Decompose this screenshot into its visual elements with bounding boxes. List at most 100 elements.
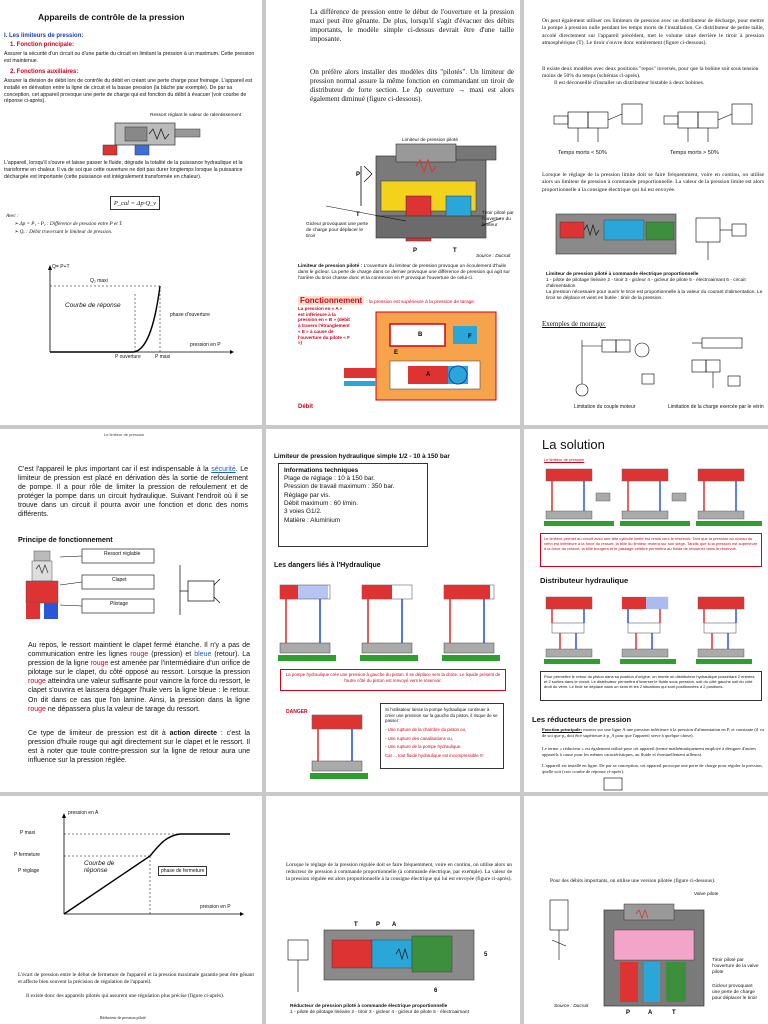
avec-label: Avec : bbox=[6, 213, 19, 219]
tiroir-label: Tiroir piloté par l'ouverture de la valv… bbox=[712, 958, 759, 975]
example-heading: Exemples de montage: bbox=[542, 320, 606, 328]
figure-label: Limiteur de pression piloté bbox=[402, 138, 458, 143]
intro-paragraph: C'est l'appareil le plus important car i… bbox=[18, 466, 248, 519]
chart-xlabel: pression en P bbox=[190, 342, 221, 348]
page-1: Appareils de contrôle de la pression I. … bbox=[0, 0, 262, 425]
pilotage-label: Pilotage bbox=[110, 601, 129, 607]
subsection-heading: 2. Fonctions auxiliaires: bbox=[10, 69, 79, 75]
footer-caption: Réducteur de pression piloté bbox=[100, 1015, 146, 1020]
valve-figure bbox=[95, 113, 215, 161]
chart-xlabel: pression en P bbox=[200, 904, 231, 910]
ressort-label: Ressort réglable bbox=[104, 551, 141, 557]
schema-label: Temps morts < 50% bbox=[558, 150, 607, 156]
svg-text:T: T bbox=[354, 922, 358, 928]
paragraph: L'appareil, lorsqu'il s'ouvre et laisse … bbox=[4, 160, 243, 180]
paragraph: Il existe donc des appareils pilotés qui… bbox=[26, 993, 225, 999]
product-title: Limiteur de pression hydraulique simple … bbox=[274, 453, 450, 460]
source-label: Source : Ducruit bbox=[476, 254, 511, 259]
page-7: pression en A P maxi P fermeture Courbe … bbox=[0, 796, 262, 1024]
chart-pmax-label: P maxi bbox=[155, 354, 171, 360]
paragraph: On peut également utiliser ces limiteurs… bbox=[542, 18, 764, 46]
svg-text:T: T bbox=[356, 212, 360, 218]
fonctionnement-title: Fonctionnement bbox=[298, 296, 365, 305]
chart-curve-label: Courbe de réponse bbox=[84, 860, 115, 874]
page-5: Limiteur de pression hydraulique simple … bbox=[266, 429, 520, 792]
section-heading: I. Les limiteurs de pression: bbox=[4, 33, 84, 39]
danger-item: Car ... tout fluide hydraulique est inco… bbox=[385, 752, 484, 758]
fonctionnement-sub: : la pression est supérieure à la pressi… bbox=[366, 300, 474, 305]
info-box: Informations techniques Plage de réglage… bbox=[278, 463, 428, 547]
debit-label: Débit bbox=[298, 404, 313, 410]
small-label: Le limiteur de pression bbox=[544, 457, 585, 462]
source-label: Source : Ducruit bbox=[554, 1004, 589, 1009]
svg-text:P: P bbox=[626, 1010, 630, 1016]
svg-text:F: F bbox=[468, 334, 472, 340]
page-8: Lorsque le réglage de la pression régulé… bbox=[266, 796, 520, 1024]
svg-text:T: T bbox=[672, 1010, 676, 1016]
principe-paragraph: Au repos, le ressort maintient le clapet… bbox=[28, 642, 251, 713]
solution-figure bbox=[540, 463, 764, 529]
gicleur-label: Gicleur provoquant une perte de charge p… bbox=[712, 984, 758, 1001]
solution-title: La solution bbox=[542, 437, 605, 452]
dangers-heading: Les dangers liés à l'Hydraulique bbox=[274, 562, 381, 569]
info-title: Informations techniques bbox=[284, 467, 359, 474]
fonctionnement-header: Fonctionnement : la pression est supérie… bbox=[298, 296, 474, 305]
bullet-item: ➢ Δp = P₁ - P₂ : Différence de pression … bbox=[14, 221, 123, 227]
danger-box: Si l'utilisateur laisse la pompe hydraul… bbox=[380, 703, 504, 769]
subsection-heading: 1. Fonction principale: bbox=[10, 42, 75, 48]
distributeur-text: Pour permettre le retour du piston dans … bbox=[544, 674, 755, 690]
bullet-item: ➢ Qᵥ : Débit traversant le limiteur de p… bbox=[14, 229, 113, 235]
paragraph: La différence de pression entre le début… bbox=[310, 8, 514, 43]
tiny-title: Le limiteur de pression bbox=[104, 432, 145, 437]
formula-box: P_cal = Δp·Q_v bbox=[110, 196, 160, 210]
figure-label: Tiroir piloté par l'ouverture du limiteu… bbox=[482, 211, 514, 228]
paragraph: Assurer la sécurité d'un circuit ou d'un… bbox=[4, 51, 255, 64]
action-directe-paragraph: Ce type de limiteur de pression est dit … bbox=[28, 730, 250, 765]
page-3: On peut également utiliser ces limiteurs… bbox=[524, 0, 768, 425]
piloted-reducer-figure: P A T Valve pilote Tiroir piloté par l'o… bbox=[544, 890, 764, 1020]
reducteur-schema bbox=[584, 777, 644, 791]
paragraph: L'appareil est installé en ligne. De par… bbox=[542, 763, 763, 774]
formula: P_cal = Δp·Q_v bbox=[113, 199, 157, 207]
page-4: Le limiteur de pression C'est l'appareil… bbox=[0, 429, 262, 792]
chart-ylabel: Q= P+T bbox=[52, 264, 70, 270]
schema-row: Temps morts < 50% Temps morts > 50% bbox=[542, 100, 764, 160]
paragraph: Assurer la division de débit lors de con… bbox=[4, 78, 253, 105]
danger-figure bbox=[306, 711, 368, 781]
danger-intro: Si l'utilisateur laisse la pompe hydraul… bbox=[385, 707, 498, 724]
reducteurs-paragraph: Fonction principale: monter sur une lign… bbox=[542, 727, 764, 738]
figure-caption: Ressort réglant le valeur de ralentissem… bbox=[150, 113, 242, 118]
page-title: Appareils de contrôle de la pression bbox=[38, 12, 185, 22]
svg-text:A: A bbox=[392, 922, 397, 928]
chart-phase-label: phase d'ouverture bbox=[170, 312, 210, 318]
securite-link[interactable]: sécurité bbox=[211, 466, 236, 473]
info-item: Réglage par vis. bbox=[284, 491, 331, 499]
proportional-reducer-figure: T P A 5 6 bbox=[284, 900, 510, 1000]
example-label: Limitation de la charge exercée par le v… bbox=[668, 404, 764, 410]
paragraph: Il existe deux modèles avec deux positio… bbox=[542, 66, 759, 80]
distributeur-heading: Distributeur hydraulique bbox=[540, 576, 629, 585]
distributeur-box: Pour permettre le retour du piston dans … bbox=[540, 671, 762, 701]
svg-text:A: A bbox=[648, 1010, 653, 1016]
fonctionnement-note: La pression en « A » est inférieure à la… bbox=[298, 306, 350, 346]
paragraph: On préfère alors installer des modèles d… bbox=[310, 68, 514, 103]
response-chart: Q= P+T Q₂ maxi Courbe de réponse phase d… bbox=[30, 262, 240, 362]
paragraph: Pour des débits importants, on utilise u… bbox=[550, 878, 716, 884]
solution-box: Le limiteur permet au circuit avec une t… bbox=[540, 533, 762, 567]
chart-reg-label: P réglage bbox=[18, 868, 40, 874]
paragraph: Il est déconseillé d'installer un distri… bbox=[554, 80, 705, 86]
page-6: La solution Le limiteur de pression bbox=[524, 429, 768, 792]
info-item: Matière : Aluminium bbox=[284, 516, 341, 524]
principe-figure: Ressort réglable Clapet Pilotage bbox=[20, 545, 240, 631]
warning-box: La pompe hydraulique crée une pression à… bbox=[280, 669, 506, 691]
pilot-valve-figure: P T P T Limiteur de pression piloté Gicl… bbox=[306, 136, 516, 264]
solution-text: Le limiteur permet au circuit avec une t… bbox=[544, 536, 758, 552]
chart-curve-label: Courbe de réponse bbox=[65, 302, 121, 309]
page-9: Pour des débits importants, on utilise u… bbox=[524, 796, 768, 1024]
chart-ylabel: pression en A bbox=[68, 810, 99, 816]
info-item: Pression de travail maximum : 350 bar. bbox=[284, 483, 395, 491]
svg-text:P: P bbox=[356, 172, 360, 178]
svg-text:5: 5 bbox=[484, 952, 488, 958]
svg-text:A: A bbox=[426, 372, 431, 378]
paragraph: Lorsque le réglage de la pression limite… bbox=[542, 172, 764, 193]
